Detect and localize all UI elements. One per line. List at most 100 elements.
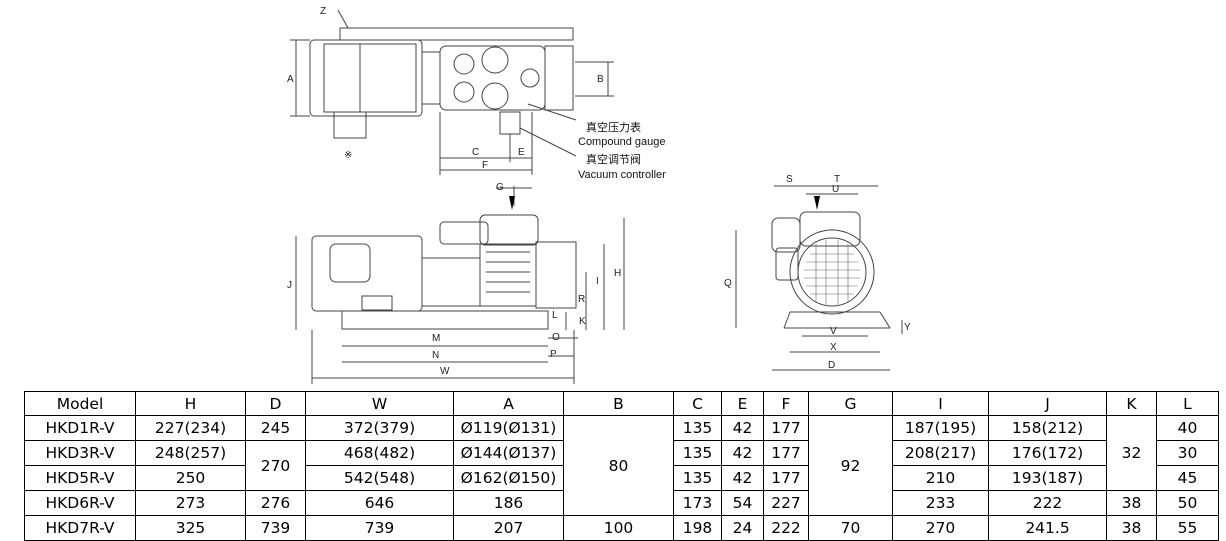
label-k: K xyxy=(579,316,586,327)
label-q: Q xyxy=(724,278,732,289)
header-f: F xyxy=(763,391,809,416)
cell-e: 42 xyxy=(721,465,764,491)
cell-d: 739 xyxy=(245,515,306,541)
vacuum-controller-cn: 真空调节阀 xyxy=(586,152,641,166)
cell-a: Ø119(Ø131) xyxy=(453,415,564,441)
cell-c: 173 xyxy=(673,490,722,516)
cell-h: 325 xyxy=(135,515,246,541)
cell-k: 38 xyxy=(1106,515,1157,541)
cell-e: 54 xyxy=(721,490,764,516)
front-view xyxy=(311,214,577,330)
header-a: A xyxy=(453,391,564,416)
cell-w: 739 xyxy=(305,515,454,541)
header-b: B xyxy=(563,391,674,416)
header-e: E xyxy=(721,391,764,416)
cell-i: 270 xyxy=(892,515,989,541)
table-row: HKD5R-V 250 542(548) Ø162(Ø150) 135 42 1… xyxy=(24,465,1219,491)
top-view xyxy=(309,27,574,139)
label-y: Y xyxy=(904,322,911,333)
label-r: R xyxy=(578,294,585,305)
table-row: HKD7R-V 325 739 739 207 100 198 24 222 7… xyxy=(24,515,1219,541)
header-d: D xyxy=(245,391,306,416)
cell-w: 468(482) xyxy=(305,440,454,466)
pump-dimension-drawing: Z A B C E F G H I J K L M N O P R W S T … xyxy=(287,6,911,384)
cell-a: 207 xyxy=(453,515,564,541)
label-c: C xyxy=(472,147,479,158)
label-b: B xyxy=(597,74,604,85)
cell-e: 24 xyxy=(721,515,764,541)
cell-model: HKD6R-V xyxy=(24,490,136,516)
header-j: J xyxy=(988,391,1107,416)
label-p: P xyxy=(550,349,557,360)
header-c: C xyxy=(673,391,722,416)
cell-b: 100 xyxy=(563,515,674,541)
table-header-row: Model H D W A B C E F G I J K L xyxy=(24,391,1219,416)
cell-model: HKD5R-V xyxy=(24,465,136,491)
label-o: O xyxy=(552,332,560,343)
cell-model: HKD7R-V xyxy=(24,515,136,541)
table-row: HKD3R-V 248(257) 270 468(482) Ø144(Ø137)… xyxy=(24,440,1219,491)
label-j: J xyxy=(287,280,292,291)
cell-f: 227 xyxy=(763,490,809,516)
label-d: D xyxy=(828,360,835,371)
cell-l: 45 xyxy=(1156,465,1219,491)
cell-f: 177 xyxy=(763,440,809,466)
cell-c: 135 xyxy=(673,440,722,466)
label-f: F xyxy=(482,160,488,171)
cell-k-merged: 32 xyxy=(1106,415,1157,491)
cell-j: 158(212) xyxy=(988,415,1107,441)
label-i: I xyxy=(596,276,599,287)
header-i: I xyxy=(892,391,989,416)
cell-d: 276 xyxy=(245,490,306,516)
header-l: L xyxy=(1156,391,1219,416)
cell-w: 646 xyxy=(305,490,454,516)
cell-l: 40 xyxy=(1156,415,1219,441)
cell-l: 55 xyxy=(1156,515,1219,541)
cell-w: 372(379) xyxy=(305,415,454,441)
cell-h: 227(234) xyxy=(135,415,246,441)
cell-h: 248(257) xyxy=(135,440,246,466)
cell-j: 193(187) xyxy=(988,465,1107,491)
cell-model: HKD3R-V xyxy=(24,440,136,466)
cell-f: 222 xyxy=(763,515,809,541)
cell-a: 186 xyxy=(453,490,564,516)
cell-g-merged: 92 xyxy=(808,415,893,516)
dimension-table: Model H D W A B C E F G I J K L HKD1R-V … xyxy=(24,391,1219,541)
cell-c: 135 xyxy=(673,465,722,491)
side-view xyxy=(771,211,891,329)
cell-f: 177 xyxy=(763,415,809,441)
header-k: K xyxy=(1106,391,1157,416)
cell-e: 42 xyxy=(721,415,764,441)
header-w: W xyxy=(305,391,454,416)
cell-k: 38 xyxy=(1106,490,1157,516)
compound-gauge-cn: 真空压力表 xyxy=(586,120,641,134)
cell-d-merged: 270 xyxy=(245,440,306,491)
cell-l: 50 xyxy=(1156,490,1219,516)
cell-i: 210 xyxy=(892,465,989,491)
cell-d: 245 xyxy=(245,415,306,441)
label-l: L xyxy=(552,310,558,321)
cell-h: 250 xyxy=(135,465,246,491)
label-v: V xyxy=(830,326,837,337)
label-u: U xyxy=(832,184,839,195)
cell-h: 273 xyxy=(135,490,246,516)
cell-j: 176(172) xyxy=(988,440,1107,466)
label-m: M xyxy=(432,333,440,344)
cell-j: 222 xyxy=(988,490,1107,516)
label-w: W xyxy=(440,366,450,377)
header-h: H xyxy=(135,391,246,416)
cell-g: 70 xyxy=(808,515,893,541)
cell-a: Ø144(Ø137) xyxy=(453,440,564,466)
cell-i: 208(217) xyxy=(892,440,989,466)
table-row: HKD1R-V 227(234) 245 372(379) Ø119(Ø131)… xyxy=(24,415,1219,516)
label-a: A xyxy=(287,74,294,85)
label-t: T xyxy=(834,174,840,185)
label-g: G xyxy=(496,182,504,193)
cell-b-merged: 80 xyxy=(563,415,674,516)
label-x: X xyxy=(830,342,837,353)
cell-j: 241.5 xyxy=(988,515,1107,541)
cell-e: 42 xyxy=(721,440,764,466)
cell-f: 177 xyxy=(763,465,809,491)
cell-a: Ø162(Ø150) xyxy=(453,465,564,491)
marker-symbol: ※ xyxy=(344,150,352,161)
